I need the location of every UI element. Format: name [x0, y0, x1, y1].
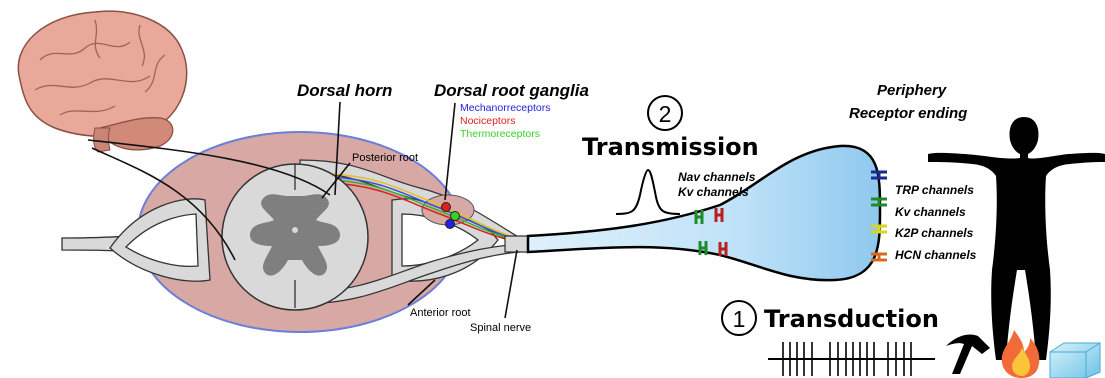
ending-channel-label-k2p: K2P channels — [895, 226, 974, 240]
transmission-label: Transmission — [582, 133, 759, 161]
drg-red-cell — [442, 203, 451, 212]
action-potential-icon — [616, 170, 680, 214]
ending-channel-label-trp: TRP channels — [895, 183, 974, 197]
drg-green-cell — [451, 212, 460, 221]
hammer-icon — [946, 334, 990, 374]
spinal-nerve-label: Spinal nerve — [470, 322, 531, 334]
transduction-number: 1 — [733, 306, 746, 332]
legend-nociceptors: Nociceptors — [460, 115, 515, 127]
brain-illustration — [18, 11, 186, 152]
ice-cube-icon — [1050, 343, 1100, 378]
spinal-nerve-pointer — [505, 250, 517, 318]
drg-pointer — [445, 103, 455, 200]
spinal-nerve — [505, 236, 528, 252]
spinal-cord-section — [62, 132, 528, 332]
dorsal-horn-label: Dorsal horn — [297, 81, 392, 100]
drg-label: Dorsal root ganglia — [434, 81, 589, 100]
legend-thermoreceptors: Thermoreceptors — [460, 128, 540, 140]
legend-mechanoreceptors: Mechanorreceptors — [460, 102, 550, 114]
ending-channel-label-kv: Kv channels — [895, 205, 966, 219]
posterior-root-label: Posterior root — [352, 152, 418, 164]
brain-stem — [94, 128, 110, 152]
central-canal — [292, 227, 298, 233]
transduction-label: Transduction — [764, 305, 939, 333]
ending-channel-label-hcn: HCN channels — [895, 248, 977, 262]
spike-train-icon — [768, 342, 935, 376]
peripheral-neuron — [528, 146, 887, 280]
receptor-ending — [528, 146, 880, 280]
receptor-ending-label: Receptor ending — [849, 105, 967, 122]
transmission-number: 2 — [659, 101, 672, 127]
anterior-root-label: Anterior root — [410, 307, 471, 319]
drg-blue-cell — [446, 220, 455, 229]
periphery-label: Periphery — [877, 82, 947, 99]
axon-channel-label-kv: Kv channels — [678, 185, 749, 199]
axon-channel-label-nav: Nav channels — [678, 170, 756, 184]
